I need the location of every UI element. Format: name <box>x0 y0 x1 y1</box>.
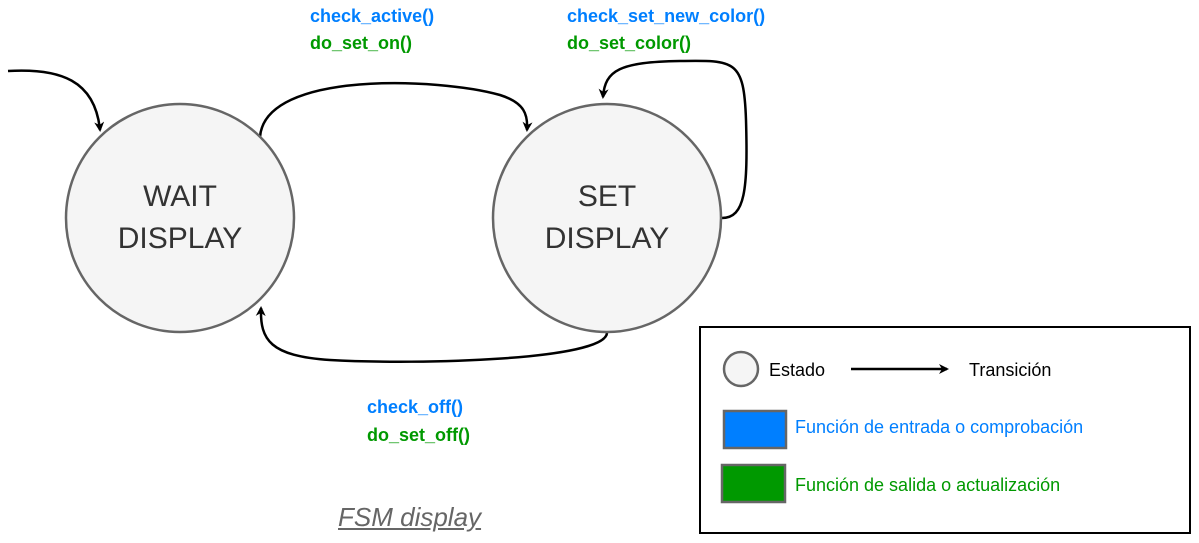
legend: Estado Transición Función de entrada o c… <box>699 326 1191 534</box>
legend-check-swatch <box>722 409 788 450</box>
transition-action-label: do_set_on() <box>310 33 413 53</box>
transition-check-label: check_active() <box>310 6 435 26</box>
state-wait-line2: DISPLAY <box>117 222 243 255</box>
state-set-line1: SET <box>577 180 637 213</box>
transition-action-label: do_set_off() <box>367 425 470 445</box>
state-set-line2: DISPLAY <box>544 222 670 255</box>
legend-state-label: Estado <box>769 360 826 380</box>
initial-transition-arrow <box>7 69 105 132</box>
legend-action-swatch <box>720 463 787 504</box>
legend-transition-label: Transición <box>969 360 1052 380</box>
diagram-caption: FSM display <box>338 502 482 532</box>
state-set-display[interactable] <box>491 102 723 334</box>
legend-check-label: Función de entrada o comprobación <box>795 417 1084 437</box>
state-wait-line1: WAIT <box>143 180 217 213</box>
state-set-label: SET DISPLAY <box>493 176 721 260</box>
state-wait-label: WAIT DISPLAY <box>66 176 294 260</box>
transition-check-label: check_off() <box>367 397 464 417</box>
transition-check-label: check_set_new_color() <box>567 6 766 26</box>
transition-action-label: do_set_color() <box>567 33 692 53</box>
transition-wait-to-set-arrow <box>258 81 533 138</box>
transition-set-self-loop-arrow <box>598 59 748 220</box>
transition-set-to-wait-arrow <box>255 306 609 363</box>
legend-symbols <box>720 350 949 504</box>
legend-state-icon <box>722 350 760 388</box>
legend-action-label: Función de salida o actualización <box>795 475 1061 495</box>
state-wait-display[interactable] <box>64 102 296 334</box>
